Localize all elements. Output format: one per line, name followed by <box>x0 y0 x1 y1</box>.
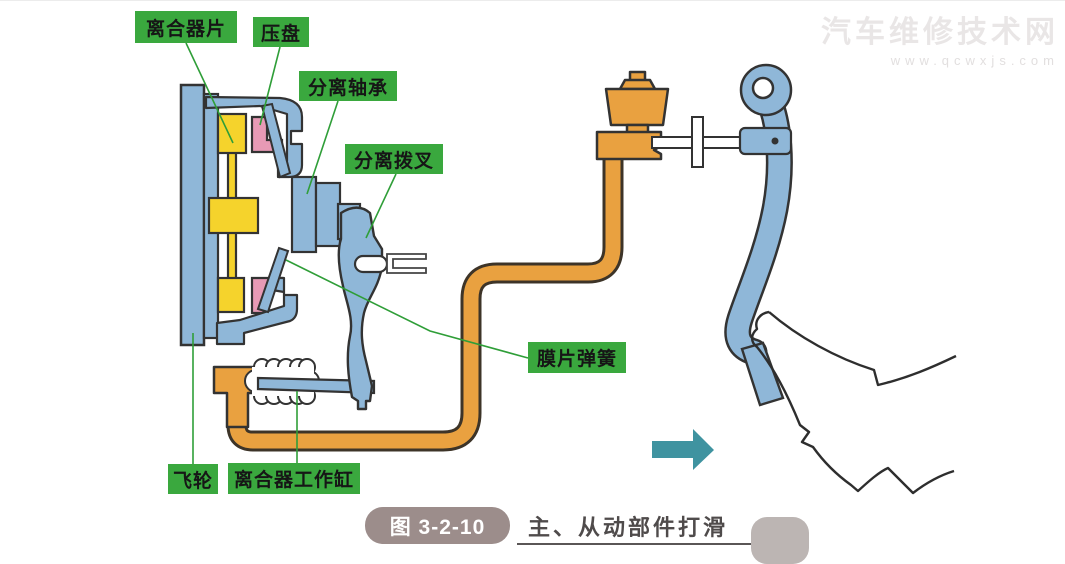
fork-pivot-clevis <box>386 253 427 274</box>
caption-underline <box>517 543 753 545</box>
leader-lines <box>185 42 529 464</box>
push-rod-adjuster-flange <box>691 116 704 168</box>
label-pressure-plate: 压盘 <box>253 17 309 47</box>
figure-number-badge: 图 3-2-10 <box>365 507 510 544</box>
leader-line-release-fork <box>365 173 397 239</box>
pedal-pivot-hole <box>751 76 775 100</box>
flywheel-disc <box>179 83 206 347</box>
release-bearing-race <box>314 181 342 248</box>
cylinder-spring <box>244 358 320 405</box>
foot-outline <box>750 310 957 495</box>
clutch-disc-facing-bottom <box>216 276 246 314</box>
leader-line-clutch-disc <box>185 42 234 144</box>
clutch-cover-bottom <box>215 276 299 346</box>
label-clutch-disc: 离合器片 <box>135 11 237 43</box>
label-diaphragm-spring: 膜片弹簧 <box>528 342 626 373</box>
release-fork-lever <box>337 206 384 411</box>
clevis-pin <box>771 137 779 145</box>
foot-bottom-edge <box>750 310 955 495</box>
slave-push-rod <box>256 376 376 395</box>
fluid-reservoir <box>604 87 670 127</box>
foot-top-edge <box>768 311 957 387</box>
page-decoration <box>751 517 809 564</box>
master-cylinder <box>595 70 670 161</box>
pipe-fill <box>229 155 621 449</box>
release-bearing-assembly <box>290 175 362 254</box>
push-rod-clevis-block <box>738 126 793 156</box>
leader-line-pressure-plate <box>259 46 281 126</box>
clutch-disc-stem-upper <box>226 149 238 203</box>
leader-line-release-bearing <box>306 100 339 195</box>
hydraulic-pipe <box>226 155 624 452</box>
label-clutch-working-cylinder: 离合器工作缸 <box>228 463 360 494</box>
diaphragm-spring-finger-bottom <box>256 246 290 314</box>
label-release-fork: 分离拨叉 <box>345 144 443 174</box>
release-bearing-block <box>290 175 318 254</box>
figure-caption-title: 主、从动部件打滑 <box>528 515 729 540</box>
clutch-disc-stem-lower <box>226 229 238 283</box>
clutch-pedal <box>724 63 793 407</box>
reservoir-cap <box>618 78 657 91</box>
clutch-disc-hub <box>207 196 260 235</box>
label-flywheel: 飞轮 <box>168 464 218 494</box>
direction-arrow-icon <box>652 429 714 470</box>
diaphragm-spring-finger-top <box>260 102 292 179</box>
label-release-bearing: 分离轴承 <box>299 71 397 101</box>
leader-line-diaphragm-spring <box>285 259 529 359</box>
fork-pivot-pin <box>353 254 389 274</box>
